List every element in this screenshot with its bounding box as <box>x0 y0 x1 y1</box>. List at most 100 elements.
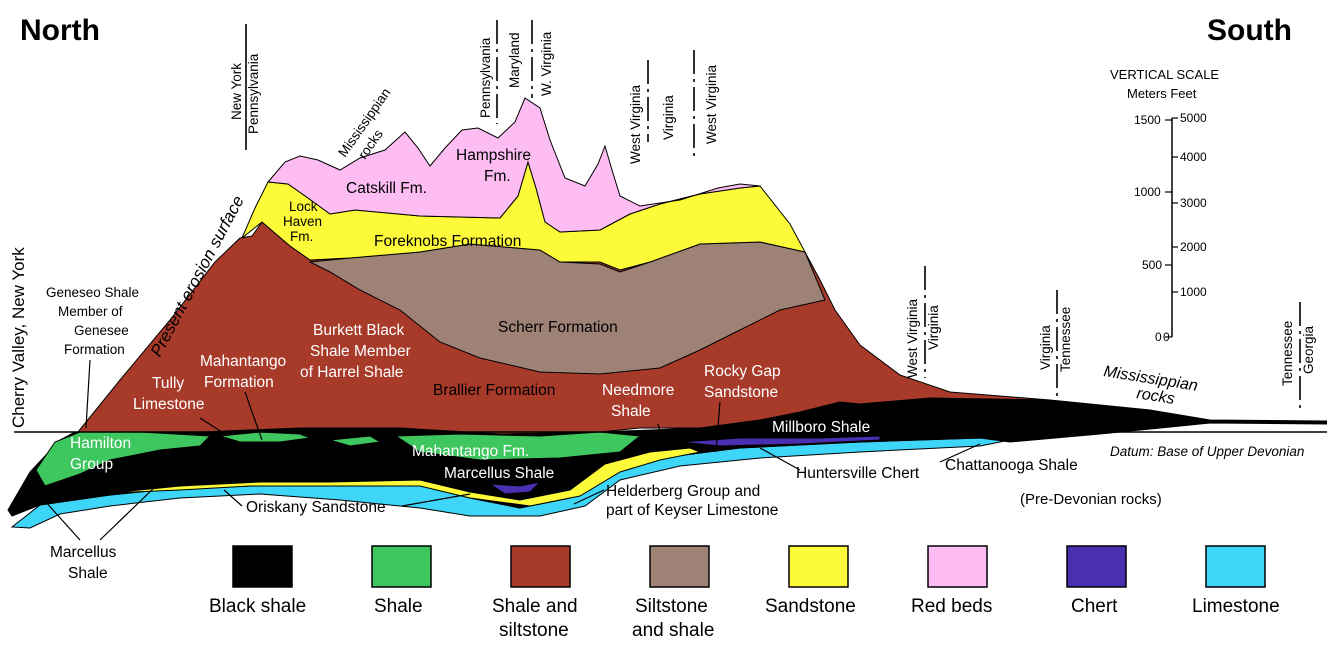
leader-line <box>199 417 229 437</box>
meters-ticks <box>1165 119 1172 338</box>
south-label: South <box>1207 14 1292 47</box>
rocky-gap-label: Rocky Gap <box>704 363 781 380</box>
state-label: Virginia <box>1038 325 1053 370</box>
meters-label: 1000 <box>1134 185 1161 199</box>
legend-label: Siltstone <box>635 596 708 617</box>
state-label: Virginia <box>661 95 676 140</box>
hampshire-label: Fm. <box>484 168 511 185</box>
state-label: West Virginia <box>628 84 643 164</box>
red-beds-layer <box>267 97 761 233</box>
tully-lens <box>329 435 382 447</box>
burkett-label: Burkett Black <box>313 322 405 339</box>
state-label: Pennsylvania <box>246 53 261 134</box>
leader-line <box>43 499 81 541</box>
needmore-label: Shale <box>611 403 651 420</box>
rocky-gap-label: Sandstone <box>704 384 778 401</box>
legend-swatch-black-shale <box>232 545 293 588</box>
state-label: Virginia <box>926 305 941 350</box>
feet-label: 3000 <box>1180 196 1207 210</box>
feet-label: 0 <box>1163 330 1170 344</box>
mahantango-fm-label: Mahantango Fm. <box>412 443 529 460</box>
feet-label: 1000 <box>1180 285 1207 299</box>
leader-line <box>85 359 91 429</box>
mahantango-formation-label: Formation <box>204 374 274 391</box>
feet-label: 4000 <box>1180 150 1207 164</box>
oriskany-sandstone-layer <box>109 447 702 507</box>
state-label: Georgia <box>1301 325 1316 374</box>
feet-label: 5000 <box>1180 111 1207 125</box>
mahantango-formation-label: Mahantango <box>200 353 286 370</box>
state-label: Tennessee <box>1280 321 1295 386</box>
huntersville-label: Huntersville Chert <box>796 465 920 482</box>
state-label: West Virginia <box>704 64 719 144</box>
state-label: Maryland <box>507 32 522 88</box>
legend-swatch-siltstone-shale <box>649 545 710 588</box>
leader-line <box>759 447 801 471</box>
state-label: New York <box>229 63 244 120</box>
legend-label: siltstone <box>499 620 569 641</box>
legend-label: Black shale <box>209 596 306 617</box>
tully-label: Limestone <box>133 396 205 413</box>
scherr-label: Scherr Formation <box>498 319 618 336</box>
meters-label: 1500 <box>1134 113 1161 127</box>
leader-line <box>401 493 471 507</box>
legend: Black shale Shale Shale and siltstone Si… <box>209 545 1280 641</box>
geneseo-label: Member of <box>58 304 123 319</box>
leader-line <box>939 443 981 463</box>
helderberg-label: Helderberg Group and <box>606 483 760 500</box>
geneseo-label: Genesee <box>74 323 129 338</box>
meters-label: 500 <box>1142 258 1162 272</box>
meters-label: 0 <box>1155 330 1162 344</box>
legend-swatch-limestone <box>1205 545 1266 588</box>
lock-haven-label: Fm. <box>290 229 313 244</box>
geologic-layers <box>7 97 1327 529</box>
legend-swatch-shale-siltstone <box>510 545 571 588</box>
state-label: Pennsylvania <box>478 37 493 118</box>
oriskany-label: Oriskany Sandstone <box>246 499 386 516</box>
mahantango-shale-lens <box>394 431 642 461</box>
geneseo-label: Formation <box>64 342 125 357</box>
scale-units: Meters Feet <box>1127 86 1197 101</box>
lock-haven-label: Lock <box>289 199 318 214</box>
pre-devonian-label: (Pre-Devonian rocks) <box>1020 491 1162 508</box>
mississippian-right-label: rocks <box>1135 385 1175 408</box>
marcellus-left-label: Marcellus <box>50 544 117 561</box>
state-boundary-markers <box>245 20 1301 412</box>
hamilton-label: Hamilton <box>70 435 131 452</box>
legend-swatch-shale <box>371 545 432 588</box>
tully-label: Tully <box>152 375 184 392</box>
huntersville-chert-lens <box>679 435 881 447</box>
state-label: West Virginia <box>905 298 920 378</box>
feet-label: 2000 <box>1180 240 1207 254</box>
legend-label: Shale <box>374 596 423 617</box>
formation-labels: Mississippian rocks Catskill Fm. Hampshi… <box>46 85 1199 582</box>
legend-swatch-red-beds <box>927 545 988 588</box>
legend-label: Sandstone <box>765 596 856 617</box>
locality-label: Cherry Valley, New York <box>9 247 28 428</box>
feet-ticks <box>1172 117 1178 293</box>
burkett-label: of Harrel Shale <box>300 364 403 381</box>
leader-line <box>244 391 263 441</box>
legend-swatch-sandstone <box>788 545 849 588</box>
leader-line <box>223 489 243 507</box>
helderberg-label: part of Keyser Limestone <box>606 502 778 519</box>
leader-line <box>99 485 157 541</box>
burkett-label: Shale Member <box>310 343 411 360</box>
marcellus-left-label: Shale <box>68 565 108 582</box>
state-boundary-labels: New York Pennsylvania Pennsylvania Maryl… <box>229 31 1316 386</box>
north-label: North <box>20 14 100 47</box>
legend-label: Red beds <box>911 596 992 617</box>
state-label: Tennessee <box>1058 307 1073 372</box>
leader-line <box>715 401 721 453</box>
state-label: W. Virginia <box>539 31 554 96</box>
catskill-label: Catskill Fm. <box>346 180 427 197</box>
legend-label: Shale and <box>492 596 578 617</box>
hampshire-label: Hampshire <box>456 147 531 164</box>
legend-swatch-chert <box>1066 545 1127 588</box>
hamilton-label: Group <box>70 456 113 473</box>
lock-haven-label: Haven <box>283 214 322 229</box>
geneseo-label: Geneseo Shale <box>46 285 139 300</box>
leader-line <box>657 423 665 447</box>
legend-label: and shale <box>632 620 714 641</box>
